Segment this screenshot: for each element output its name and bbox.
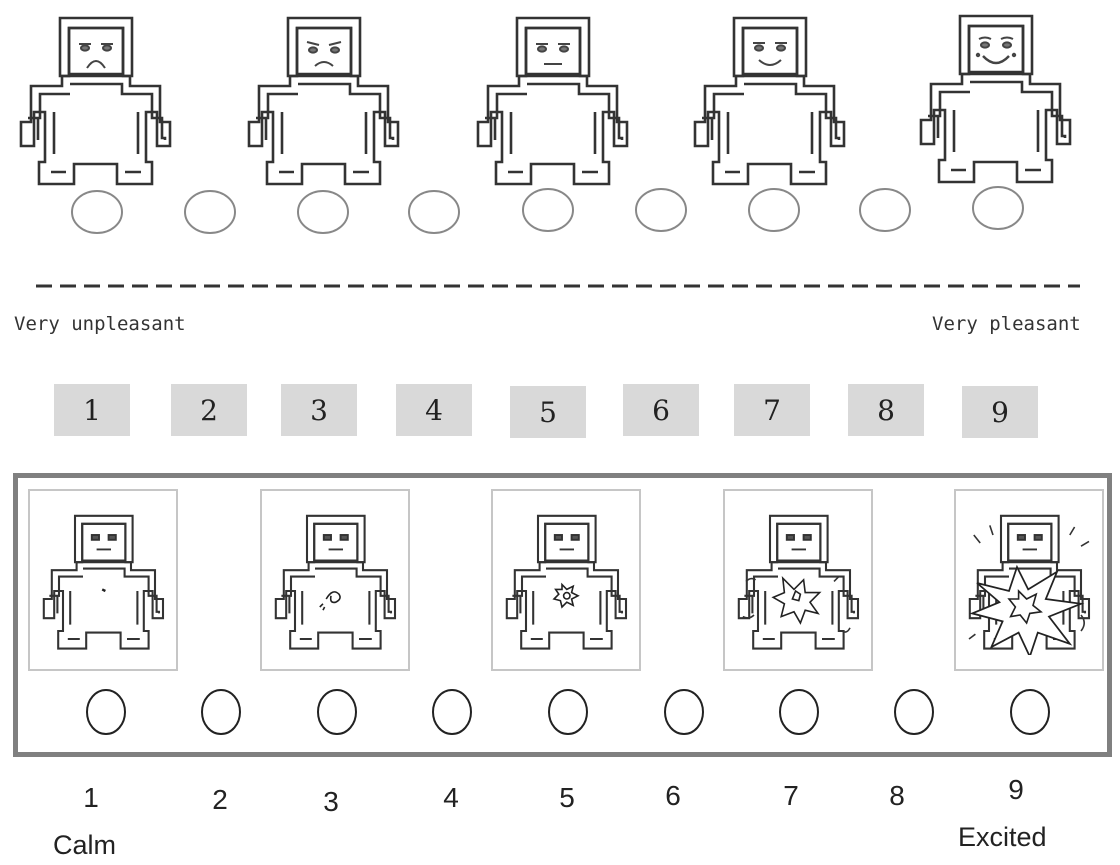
arousal-number-7: 7 [783,780,799,811]
valence-radio-9[interactable] [972,186,1024,230]
arousal-left-anchor: Calm [53,830,117,860]
arousal-number-1: 1 [83,782,99,813]
arousal-number-6: 6 [665,780,681,811]
moderately-aroused-figure-icon [491,489,641,671]
arousal-right-anchor: Excited [958,822,1047,852]
arousal-radio-7[interactable] [779,689,819,735]
rating-box-2[interactable]: 2 [171,384,247,436]
arousal-radio-9[interactable] [1010,689,1050,735]
valence-radio-2[interactable] [184,190,236,234]
valence-radio-4[interactable] [408,190,460,234]
sad-figure-icon [238,12,408,192]
arousal-radio-3[interactable] [317,689,357,735]
arousal-number-3: 3 [323,786,339,817]
rating-box-1[interactable]: 1 [54,384,130,436]
valence-left-anchor: Very unpleasant [14,313,186,335]
smiling-figure-icon [684,12,854,192]
neutral-figure-icon [467,12,637,192]
arousal-number-9: 9 [1008,774,1024,805]
aroused-figure-icon [723,489,873,671]
valence-radio-8[interactable] [859,188,911,232]
slightly-aroused-figure-icon [260,489,410,671]
rating-box-3[interactable]: 3 [281,384,357,436]
rating-box-9[interactable]: 9 [962,386,1038,438]
valence-radio-6[interactable] [635,188,687,232]
arousal-number-4: 4 [443,782,459,813]
arousal-scale-panel [13,473,1112,757]
frowning-figure-icon [10,12,180,192]
rating-box-4[interactable]: 4 [396,384,472,436]
highly-excited-figure-icon [954,489,1104,671]
arousal-number-8: 8 [889,780,905,811]
dashed-divider [36,284,1080,288]
calm-figure-icon [28,489,178,671]
rating-box-8[interactable]: 8 [848,384,924,436]
arousal-radio-5[interactable] [548,689,588,735]
happy-figure-icon [910,10,1080,190]
arousal-radio-row [86,689,1050,735]
valence-radio-3[interactable] [297,190,349,234]
arousal-radio-4[interactable] [432,689,472,735]
arousal-number-2: 2 [212,784,228,815]
valence-radio-7[interactable] [748,188,800,232]
valence-right-anchor: Very pleasant [932,313,1081,335]
rating-box-5[interactable]: 5 [510,386,586,438]
arousal-radio-2[interactable] [201,689,241,735]
valence-radio-5[interactable] [522,188,574,232]
arousal-number-5: 5 [559,782,575,813]
rating-box-7[interactable]: 7 [734,384,810,436]
rating-box-6[interactable]: 6 [623,384,699,436]
valence-radio-1[interactable] [71,190,123,234]
valence-radio-row [71,186,1024,234]
arousal-radio-8[interactable] [894,689,934,735]
arousal-radio-6[interactable] [664,689,704,735]
arousal-radio-1[interactable] [86,689,126,735]
